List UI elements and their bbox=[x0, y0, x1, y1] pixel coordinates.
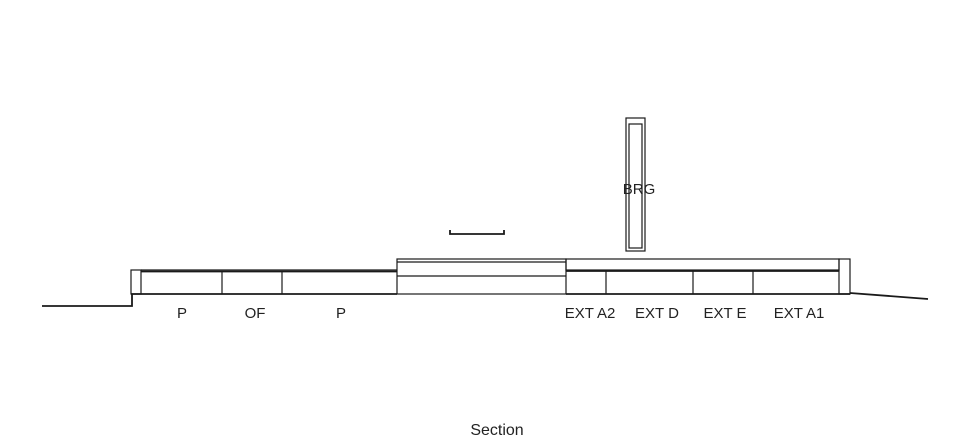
left-end-wall bbox=[130, 269, 142, 295]
room-label-brg: BRG bbox=[623, 181, 656, 198]
drawing-caption: Section bbox=[470, 422, 523, 439]
room-label-p-left: P bbox=[177, 305, 187, 322]
right-end-wall bbox=[838, 258, 851, 295]
room-label-ext-a2: EXT A2 bbox=[565, 305, 616, 322]
brg-tower-inner bbox=[628, 123, 643, 249]
room-label-ext-e: EXT E bbox=[703, 305, 746, 322]
ground-line-left bbox=[42, 294, 133, 307]
ground-line-right bbox=[849, 292, 929, 300]
room-label-of: OF bbox=[245, 305, 266, 322]
room-label-ext-d: EXT D bbox=[635, 305, 679, 322]
room-label-ext-a1: EXT A1 bbox=[774, 305, 825, 322]
brg-tower-outer bbox=[625, 117, 646, 252]
room-label-p-right: P bbox=[336, 305, 346, 322]
right-wing-roof-slab bbox=[565, 258, 840, 271]
rooftop-bench bbox=[449, 230, 505, 235]
